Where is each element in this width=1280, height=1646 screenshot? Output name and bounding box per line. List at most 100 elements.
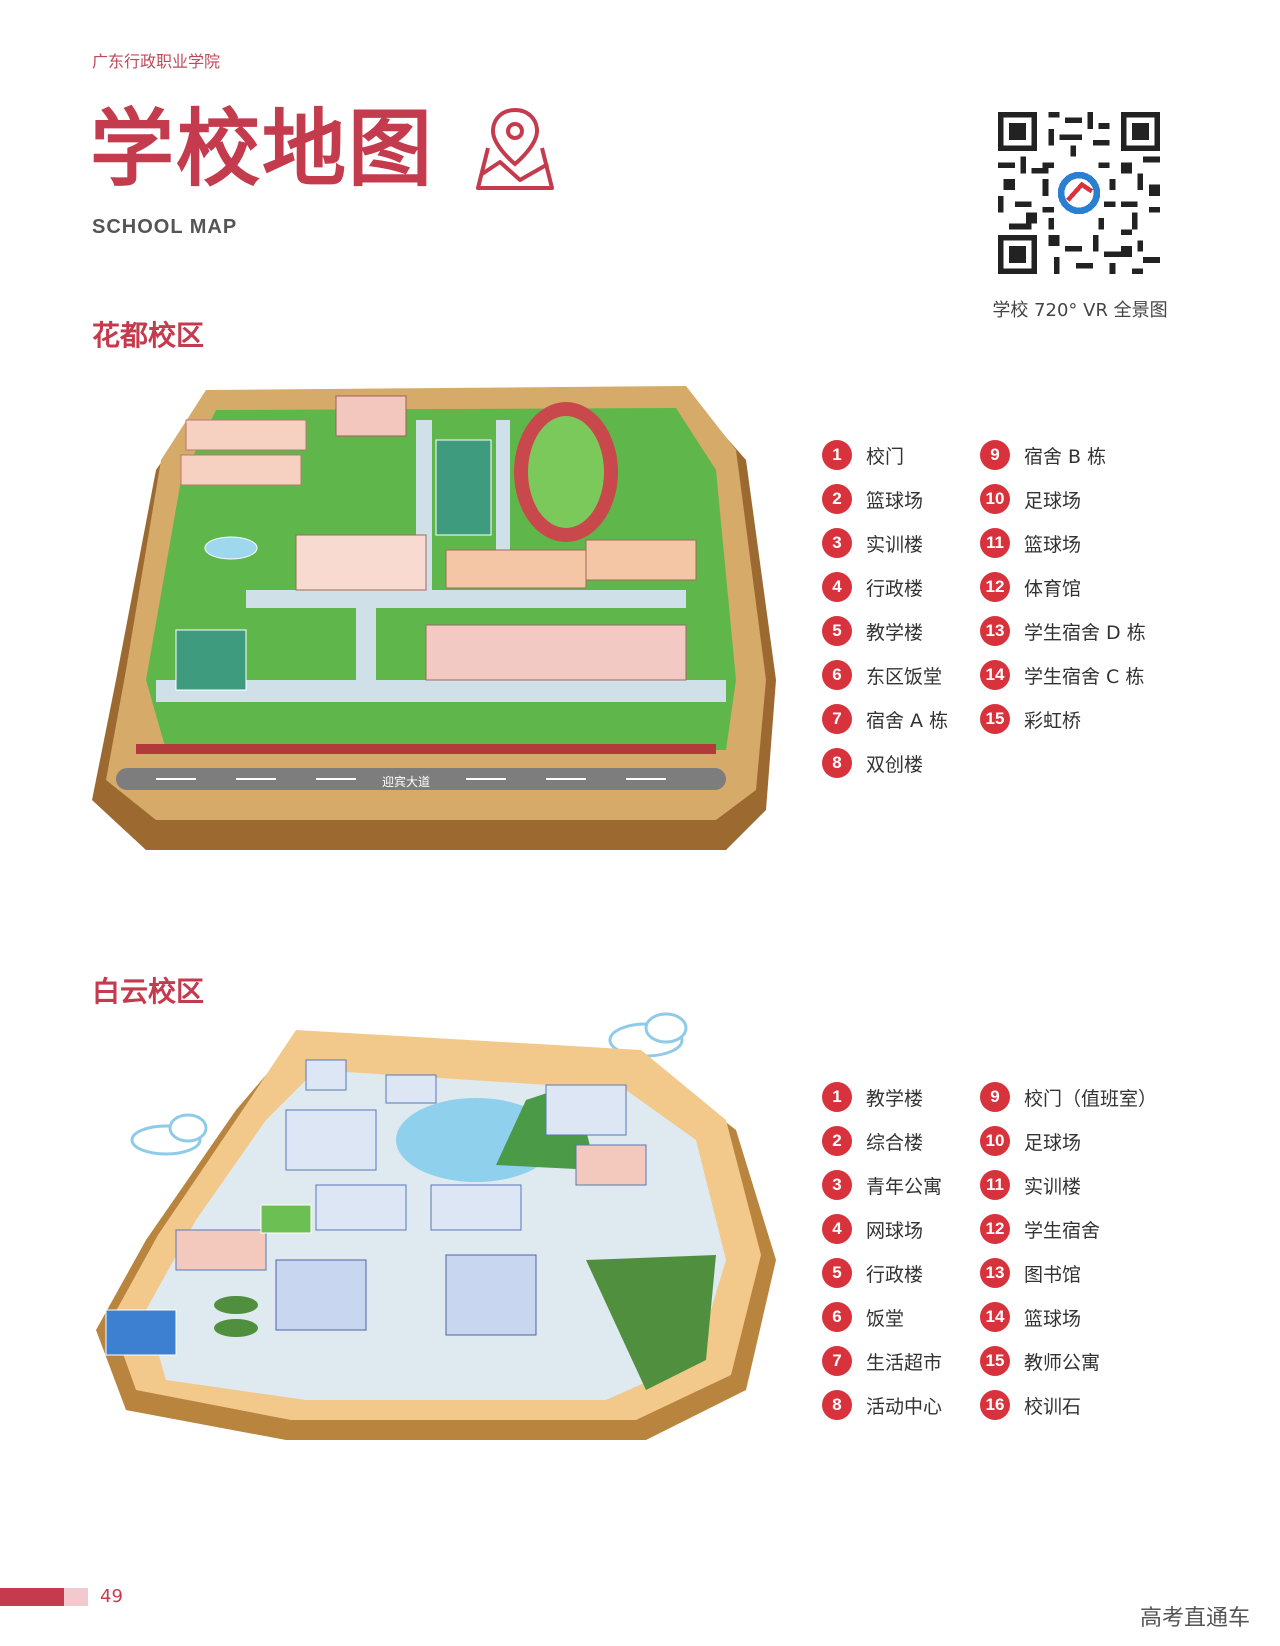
page-title-row: 学校地图 (90, 104, 560, 194)
school-name: 广东行政职业学院 (92, 52, 221, 71)
legend-label: 行政楼 (866, 577, 924, 600)
legend-label: 青年公寓 (866, 1175, 943, 1198)
legend-item: 2 综合楼 (822, 1126, 980, 1156)
legend-number-badge: 10 (980, 484, 1010, 514)
legend-label: 实训楼 (1024, 1175, 1082, 1198)
legend-number-badge: 13 (980, 1258, 1010, 1288)
page-number: 49 (100, 1586, 123, 1607)
legend-label: 教师公寓 (1024, 1351, 1101, 1374)
legend-number-badge: 3 (822, 1170, 852, 1200)
legend-label: 学生宿舍 D 栋 (1024, 621, 1146, 644)
legend-number-badge: 7 (822, 1346, 852, 1376)
legend-item: 10 足球场 (980, 1126, 1170, 1156)
road-label: 迎宾大道 (382, 774, 430, 789)
page-title: 学校地图 (90, 99, 435, 198)
huadu-buildings (180, 395, 697, 681)
legend-number-badge: 2 (822, 484, 852, 514)
legend-label: 生活超市 (866, 1351, 943, 1374)
legend-label: 学生宿舍 C 栋 (1024, 665, 1145, 688)
legend-label: 东区饭堂 (866, 665, 943, 688)
legend-item: 6 东区饭堂 (822, 660, 980, 690)
legend-label: 实训楼 (866, 533, 924, 556)
legend-item: 12 学生宿舍 (980, 1214, 1170, 1244)
legend-label: 彩虹桥 (1024, 709, 1082, 732)
legend-item: 1 校门 (822, 440, 980, 470)
legend-number-badge: 8 (822, 1390, 852, 1420)
legend-number-badge: 3 (822, 528, 852, 558)
legend-number-badge: 4 (822, 572, 852, 602)
legend-number-badge: 13 (980, 616, 1010, 646)
legend-label: 宿舍 A 栋 (866, 709, 949, 732)
legend-item: 16 校训石 (980, 1390, 1170, 1420)
legend-label: 饭堂 (866, 1307, 905, 1330)
legend-number-badge: 12 (980, 1214, 1010, 1244)
legend-label: 综合楼 (866, 1131, 924, 1154)
legend-item: 7 宿舍 A 栋 (822, 704, 980, 734)
qr-caption: 学校 720° VR 全景图 (992, 300, 1168, 321)
legend-number-badge: 5 (822, 616, 852, 646)
legend-number-badge: 7 (822, 704, 852, 734)
page-subtitle-en: SCHOOL MAP (92, 216, 238, 238)
legend-number-badge: 8 (822, 748, 852, 778)
legend-number-badge: 2 (822, 1126, 852, 1156)
legend-label: 篮球场 (866, 489, 924, 512)
legend-number-badge: 1 (822, 440, 852, 470)
legend-label: 体育馆 (1024, 577, 1082, 600)
footer-accent-bar-light (64, 1588, 88, 1606)
legend-label: 篮球场 (1024, 533, 1082, 556)
legend-number-badge: 9 (980, 1082, 1010, 1112)
legend-number-badge: 5 (822, 1258, 852, 1288)
campus-title-huadu: 花都校区 (92, 319, 205, 352)
legend-item: 8 活动中心 (822, 1390, 980, 1420)
legend-item: 11 篮球场 (980, 528, 1170, 558)
legend-item: 15 教师公寓 (980, 1346, 1170, 1376)
legend-number-badge: 16 (980, 1390, 1010, 1420)
legend-label: 活动中心 (866, 1395, 943, 1418)
legend-item: 3 青年公寓 (822, 1170, 980, 1200)
legend-number-badge: 1 (822, 1082, 852, 1112)
legend-label: 足球场 (1024, 1131, 1082, 1154)
baiyun-campus-map[interactable] (86, 1010, 786, 1470)
legend-item: 9 校门（值班室） (980, 1082, 1170, 1112)
watermark: 高考直通车 (1140, 1606, 1251, 1631)
legend-label: 校训石 (1024, 1395, 1082, 1418)
legend-item: 11 实训楼 (980, 1170, 1170, 1200)
vr-qr-code[interactable] (998, 112, 1160, 274)
legend-label: 教学楼 (866, 621, 924, 644)
legend-number-badge: 9 (980, 440, 1010, 470)
legend-item: 2 篮球场 (822, 484, 980, 514)
legend-label: 篮球场 (1024, 1307, 1082, 1330)
legend-item: 4 行政楼 (822, 572, 980, 602)
legend-item: 6 饭堂 (822, 1302, 980, 1332)
legend-number-badge: 11 (980, 528, 1010, 558)
legend-label: 学生宿舍 (1024, 1219, 1101, 1242)
legend-label: 网球场 (866, 1219, 924, 1242)
legend-number-badge: 6 (822, 1302, 852, 1332)
baiyun-buildings (175, 1059, 647, 1336)
campus-title-baiyun: 白云校区 (92, 975, 205, 1008)
legend-label: 校门（值班室） (1024, 1087, 1158, 1110)
legend-item: 7 生活超市 (822, 1346, 980, 1376)
legend-number-badge: 15 (980, 1346, 1010, 1376)
legend-item: 5 教学楼 (822, 616, 980, 646)
legend-item: 13 学生宿舍 D 栋 (980, 616, 1170, 646)
cloud-icon (130, 1012, 688, 1156)
running-track (514, 402, 618, 542)
legend-label: 校门 (866, 445, 905, 468)
legend-number-badge: 14 (980, 660, 1010, 690)
legend-item: 3 实训楼 (822, 528, 980, 558)
legend-number-badge: 10 (980, 1126, 1010, 1156)
huadu-campus-map[interactable]: 迎宾大道 (86, 380, 786, 880)
legend-number-badge: 6 (822, 660, 852, 690)
legend-number-badge: 11 (980, 1170, 1010, 1200)
legend-number-badge: 4 (822, 1214, 852, 1244)
legend-item: 14 学生宿舍 C 栋 (980, 660, 1170, 690)
